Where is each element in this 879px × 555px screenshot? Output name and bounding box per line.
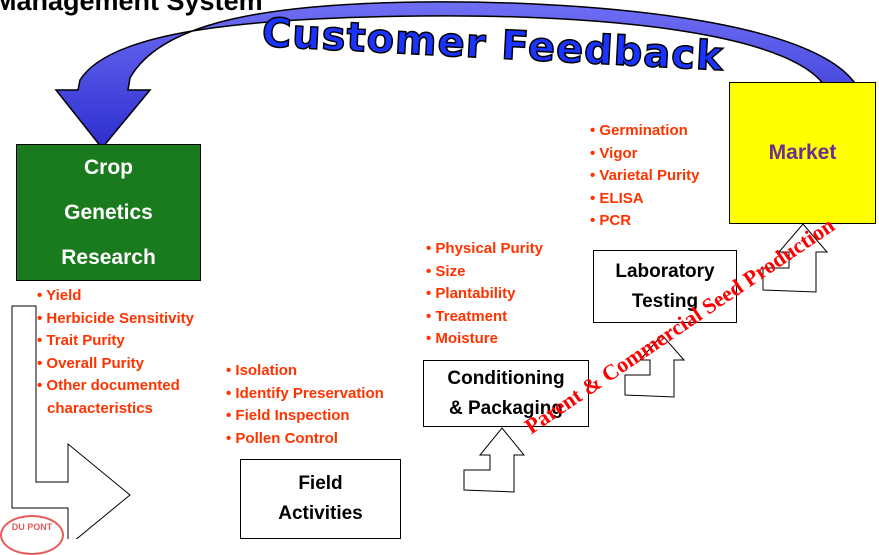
list-item: • Trait Purity <box>37 332 125 349</box>
crop-genetics-research-box: Crop Genetics Research <box>16 144 201 281</box>
list-item: • Pollen Control <box>226 429 338 447</box>
list-item: • ELISA <box>590 189 644 207</box>
cond-box-line: Conditioning <box>447 367 565 389</box>
list-item: • Physical Purity <box>426 240 543 257</box>
field-activities-list: • Isolation • Identify Preservation • Fi… <box>226 360 384 450</box>
list-item: • Yield <box>37 287 82 304</box>
conditioning-list: • Physical Purity • Size • Plantability … <box>426 238 543 351</box>
list-item: • Germination <box>590 122 688 139</box>
list-item: • Herbicide Sensitivity <box>37 309 194 327</box>
list-item: • Size <box>426 262 466 280</box>
crop-box-line: Genetics <box>64 201 153 224</box>
field-box-line: Field <box>298 473 343 494</box>
market-label: Market <box>768 141 837 164</box>
step-arrow-2 <box>624 334 686 398</box>
crop-box-line: Crop <box>84 156 133 179</box>
flow-arrows <box>11 1 863 539</box>
list-item: • Treatment <box>426 307 508 325</box>
market-box: Market <box>729 82 876 224</box>
laboratory-testing-box: Laboratory Testing <box>593 250 737 323</box>
list-item: • Plantability <box>426 285 516 302</box>
crop-attributes-list: • Yield • Herbicide Sensitivity • Trait … <box>37 285 194 420</box>
step-arrow-1 <box>463 427 526 493</box>
list-item: characteristics <box>47 399 153 417</box>
cond-box-line: & Packaging <box>448 397 564 419</box>
lab-box-line: Laboratory <box>615 260 715 282</box>
list-item: • Isolation <box>226 362 298 379</box>
list-item: • Varietal Purity <box>590 167 700 184</box>
field-box-line: Activities <box>278 503 363 524</box>
list-item: • Vigor <box>590 144 638 162</box>
list-item: • Moisture <box>426 330 498 347</box>
list-item: • Field Inspection <box>226 407 350 424</box>
laboratory-tests-list: • Germination • Vigor • Varietal Purity … <box>590 120 699 233</box>
left-flow-arrow <box>11 305 131 539</box>
list-item: • Identify Preservation <box>226 384 384 402</box>
page-title: Management System <box>0 0 263 16</box>
step-arrow-3 <box>762 223 829 293</box>
list-item: • Overall Purity <box>37 354 144 372</box>
lab-box-line: Testing <box>631 290 699 312</box>
field-activities-box: Field Activities <box>240 459 401 539</box>
company-logo: DU PONT <box>0 515 64 555</box>
list-item: • Other documented <box>37 377 180 394</box>
crop-box-line: Research <box>61 246 156 269</box>
list-item: • PCR <box>590 212 632 229</box>
feedback-arc-arrow <box>54 1 863 150</box>
conditioning-packaging-box: Conditioning & Packaging <box>423 360 589 427</box>
